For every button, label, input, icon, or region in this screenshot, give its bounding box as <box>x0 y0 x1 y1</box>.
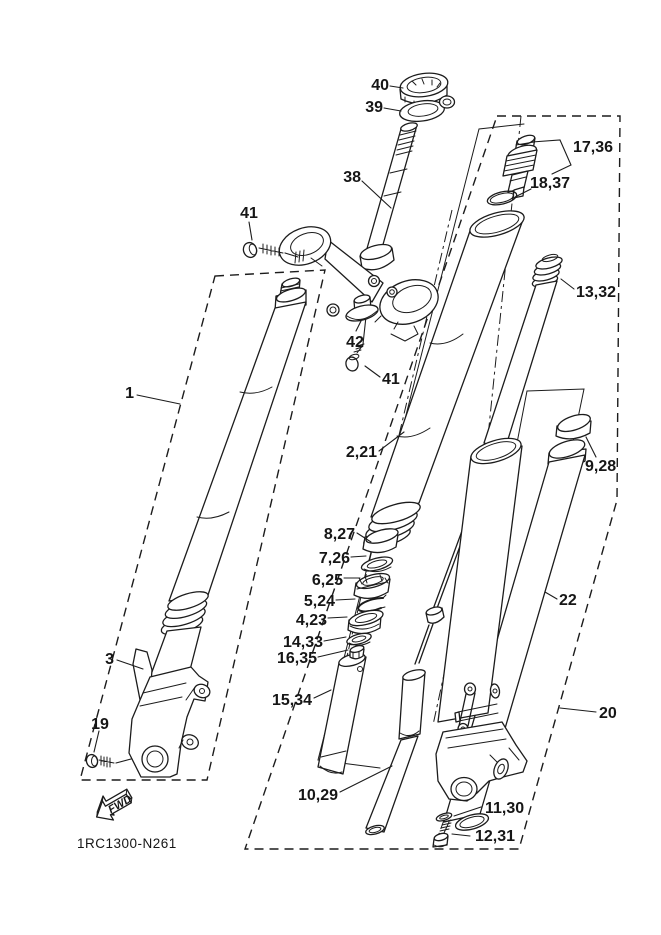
fwd-arrow-label: FWD <box>106 793 134 816</box>
callout-17-36: 17,36 <box>573 139 613 156</box>
group-frame-left <box>79 269 326 781</box>
bolt-19 <box>85 753 132 769</box>
callout-4-23: 4,23 <box>296 612 327 629</box>
part-18-37-o-ring <box>486 190 518 206</box>
left-fork-assembly <box>85 277 307 778</box>
part-11-30-washer <box>435 812 453 822</box>
bolt-12-31 <box>432 819 452 848</box>
callout-41-bottom: 41 <box>382 371 400 388</box>
fwd-arrow-icon: FWD <box>96 788 134 821</box>
part-6-25-oil-seal <box>353 572 391 599</box>
callout-leaders <box>93 85 597 837</box>
callout-6-25: 6,25 <box>312 572 343 589</box>
callout-11-30: 11,30 <box>485 800 524 817</box>
bolt-41-top <box>242 241 299 259</box>
small-collar <box>438 95 456 109</box>
middle-exploded-group <box>317 134 563 836</box>
callout-2-21: 2,21 <box>346 444 377 461</box>
callout-9-28: 9,28 <box>585 458 616 475</box>
callout-8-27: 8,27 <box>324 526 355 543</box>
part-9-28-rings <box>555 413 592 440</box>
callout-7-26: 7,26 <box>319 550 350 567</box>
right-fork-assembled <box>432 437 528 848</box>
part-4-23-dust-seal <box>347 609 384 635</box>
lower-triple-clamp <box>278 226 439 345</box>
part-15-34-oil-lock <box>317 652 367 775</box>
callout-3: 3 <box>105 651 114 668</box>
part-14-33-washer <box>346 632 372 646</box>
bolt-41-bottom <box>345 343 365 372</box>
part-42-plug <box>345 294 379 322</box>
callout-20: 20 <box>599 705 617 722</box>
callout-12-31: 12,31 <box>475 828 515 845</box>
callout-38: 38 <box>343 169 361 186</box>
part-40-ring-nut <box>399 72 449 109</box>
part-7-26-washer <box>360 556 394 573</box>
part-10-29-push-rod <box>365 669 426 836</box>
callout-22: 22 <box>559 592 577 609</box>
callout-16-35: 16,35 <box>277 650 317 667</box>
part-16-35-nut <box>349 644 365 660</box>
callout-39: 39 <box>365 99 383 116</box>
callout-41-top: 41 <box>240 205 258 222</box>
callout-14-33: 14,33 <box>283 634 323 651</box>
callout-15-34: 15,34 <box>272 692 312 709</box>
part-38-steering-stem <box>359 122 418 271</box>
callout-10-29: 10,29 <box>298 787 338 804</box>
callout-19: 19 <box>91 716 109 733</box>
callout-labels: 40 39 38 41 42 41 1 3 19 17,36 18,37 13,… <box>91 77 617 845</box>
callout-18-37: 18,37 <box>530 175 570 192</box>
steering-stem-group <box>242 72 456 372</box>
callout-40: 40 <box>371 77 389 94</box>
callout-13-32: 13,32 <box>576 284 616 301</box>
callout-1: 1 <box>125 385 134 402</box>
diagram-code: 1RC1300-N261 <box>77 836 177 851</box>
callout-42: 42 <box>346 334 364 351</box>
part-8-27-bushing <box>362 528 399 554</box>
callout-5-24: 5,24 <box>304 593 335 610</box>
